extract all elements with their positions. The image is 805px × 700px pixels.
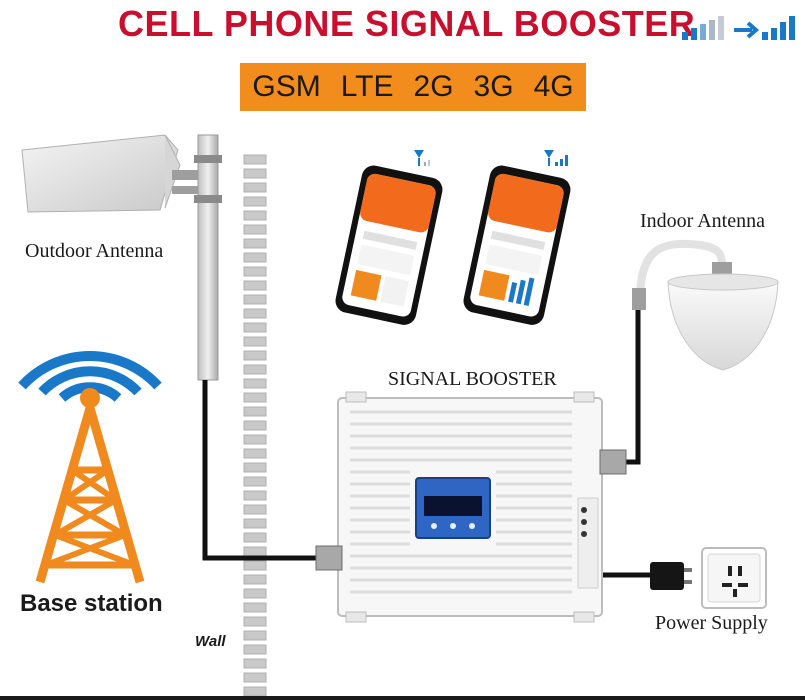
- outdoor-antenna-label: Outdoor Antenna: [25, 240, 164, 262]
- power-supply-label: Power Supply: [655, 612, 768, 634]
- band-gsm: GSM: [252, 70, 321, 103]
- page-title: CELL PHONE SIGNAL BOOSTER: [118, 3, 696, 44]
- base-station-tower: [18, 350, 162, 584]
- wall-label: Wall: [195, 633, 226, 650]
- outdoor-antenna: [21, 134, 222, 381]
- bottom-border: [0, 696, 805, 700]
- weak-signal-icon: [414, 150, 430, 166]
- signal-booster-label: SIGNAL BOOSTER: [388, 368, 557, 390]
- strong-signal-icon: [544, 150, 568, 166]
- indoor-cable: [612, 305, 641, 465]
- wall: [243, 154, 267, 697]
- indoor-antenna: [632, 239, 779, 371]
- base-station-label: Base station: [20, 590, 163, 617]
- wall-socket: [701, 547, 767, 609]
- signal-boost-icon: [682, 16, 795, 40]
- band-lte: LTE: [340, 70, 394, 103]
- band-4g: 4G: [533, 70, 574, 103]
- phone-strong-signal: [463, 165, 571, 325]
- bands-bar: GSM LTE 2G 3G 4G: [240, 63, 586, 111]
- booster-vents: [350, 410, 572, 594]
- power-adapter: [650, 562, 692, 590]
- phone-weak-signal: [335, 165, 443, 325]
- signal-booster-unit: [315, 391, 627, 623]
- indoor-antenna-label: Indoor Antenna: [640, 210, 765, 232]
- band-3g: 3G: [473, 70, 514, 103]
- outdoor-cable: [202, 380, 318, 561]
- band-2g: 2G: [413, 70, 454, 103]
